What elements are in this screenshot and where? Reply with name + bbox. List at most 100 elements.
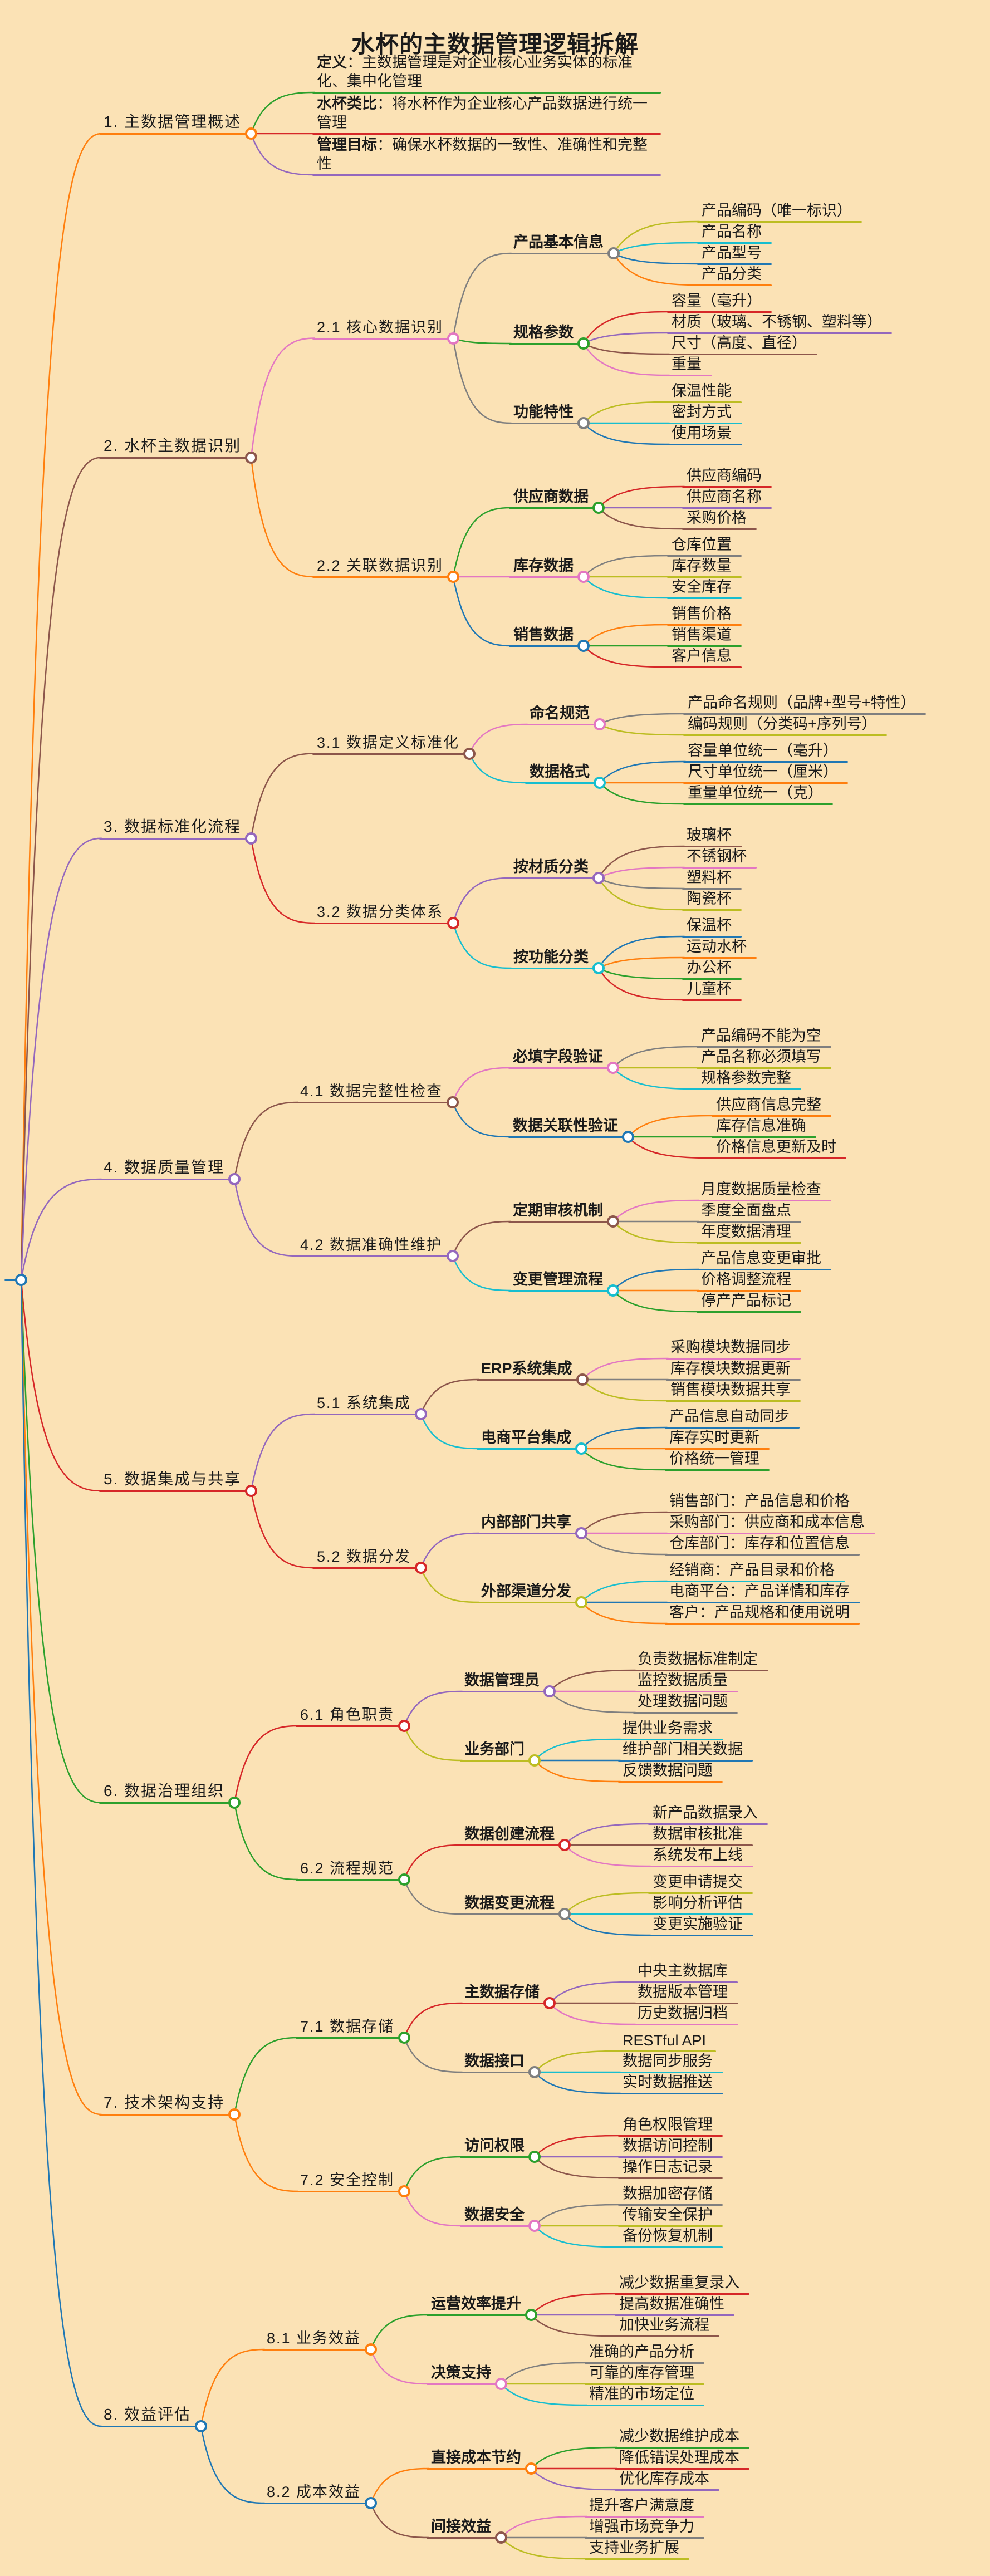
node-toggle-circle[interactable] — [447, 1096, 459, 1108]
node-underline — [697, 1242, 801, 1244]
link-path — [403, 2156, 463, 2192]
node-toggle-circle[interactable] — [15, 1274, 27, 1286]
node-underline — [427, 2314, 531, 2316]
node-toggle-circle[interactable] — [558, 1908, 571, 1920]
node-toggle-circle[interactable] — [365, 2343, 377, 2356]
node-toggle-circle[interactable] — [228, 2108, 241, 2121]
node-label: 1. 主数据管理概述 — [104, 113, 242, 130]
node-toggle-circle[interactable] — [398, 1873, 410, 1886]
link-path — [250, 1490, 316, 1569]
node-label: 销售部门：产品信息和价格 — [669, 1493, 850, 1509]
node-label: 监控数据质量 — [638, 1672, 728, 1689]
node-toggle-circle[interactable] — [594, 777, 606, 789]
node-label: 按材质分类 — [513, 858, 589, 875]
node-toggle-circle[interactable] — [528, 2066, 541, 2078]
node-underline — [665, 1554, 860, 1556]
node-toggle-circle[interactable] — [463, 747, 476, 760]
node-label: 外部渠道分发 — [481, 1583, 571, 1599]
node-toggle-circle[interactable] — [245, 451, 257, 464]
node-toggle-circle[interactable] — [607, 1215, 619, 1228]
link-path — [403, 1878, 463, 1915]
node-toggle-circle[interactable] — [228, 1797, 241, 1809]
link-path — [612, 220, 700, 254]
node-toggle-circle[interactable] — [495, 2378, 507, 2390]
link-path — [597, 956, 685, 969]
node-toggle-circle[interactable] — [577, 337, 590, 350]
node-toggle-circle[interactable] — [495, 2531, 507, 2544]
link-path — [500, 2383, 588, 2406]
node-toggle-circle[interactable] — [195, 2420, 207, 2432]
node-toggle-circle[interactable] — [447, 1250, 459, 1262]
link-path — [233, 1802, 299, 1881]
node-toggle-circle[interactable] — [592, 502, 605, 514]
node-toggle-circle[interactable] — [525, 2309, 537, 2321]
link-path — [452, 1067, 512, 1103]
node-toggle-circle[interactable] — [592, 872, 605, 884]
node-label: 实时数据推送 — [623, 2074, 713, 2091]
node-toggle-circle[interactable] — [528, 2151, 541, 2163]
node-toggle-circle[interactable] — [607, 1284, 619, 1297]
node-label: 产品分类 — [702, 266, 762, 282]
node-underline — [697, 1221, 801, 1223]
link-path — [20, 837, 102, 1281]
node-toggle-circle[interactable] — [607, 247, 620, 259]
node-toggle-circle[interactable] — [415, 1408, 427, 1420]
node-underline — [508, 1067, 613, 1069]
node-underline — [682, 867, 757, 869]
node-label: 数据审核批准 — [653, 1826, 743, 1842]
node-toggle-circle[interactable] — [577, 571, 590, 583]
node-toggle-circle[interactable] — [245, 127, 257, 140]
node-toggle-circle[interactable] — [365, 2497, 377, 2509]
node-label: 塑料杯 — [687, 869, 732, 886]
node-toggle-circle[interactable] — [575, 1442, 587, 1455]
node-label: 销售数据 — [513, 626, 574, 643]
node-toggle-circle[interactable] — [622, 1131, 634, 1143]
node-toggle-circle[interactable] — [447, 332, 459, 345]
node-toggle-circle[interactable] — [575, 1596, 587, 1608]
node-toggle-circle[interactable] — [543, 1685, 556, 1697]
node-toggle-circle[interactable] — [577, 417, 590, 429]
node-toggle-circle[interactable] — [575, 1527, 587, 1539]
node-label: 操作日志记录 — [623, 2158, 713, 2175]
node-toggle-circle[interactable] — [594, 718, 606, 730]
node-toggle-circle[interactable] — [228, 1173, 241, 1185]
link-path — [627, 1136, 715, 1159]
page-title: 水杯的主数据管理逻辑拆解 — [351, 31, 639, 58]
node-toggle-circle[interactable] — [415, 1562, 427, 1574]
node-underline — [683, 803, 833, 805]
node-toggle-circle[interactable] — [558, 1839, 571, 1851]
node-underline — [312, 337, 453, 340]
node-toggle-circle[interactable] — [245, 1485, 257, 1497]
node-underline — [525, 724, 600, 725]
node-label: 销售渠道 — [672, 626, 732, 643]
node-toggle-circle[interactable] — [447, 571, 459, 583]
node-label: 容量（毫升） — [672, 292, 762, 309]
node-toggle-circle[interactable] — [543, 1997, 556, 2009]
node-toggle-circle[interactable] — [245, 832, 257, 845]
node-toggle-circle[interactable] — [576, 1373, 589, 1386]
link-path — [581, 1357, 669, 1381]
node-label: 编码规则（分类码+序列号） — [688, 715, 877, 732]
node-label: 6.2 流程规范 — [300, 1860, 395, 1877]
node-label: 系统发布上线 — [653, 1847, 743, 1863]
node-underline — [312, 1414, 421, 1415]
node-label: 季度全面盘点 — [701, 1202, 791, 1219]
link-path — [612, 252, 700, 286]
node-toggle-circle[interactable] — [398, 2032, 410, 2044]
node-toggle-circle[interactable] — [592, 962, 605, 974]
node-toggle-circle[interactable] — [607, 1062, 619, 1074]
node-underline — [618, 1760, 753, 1762]
node-toggle-circle[interactable] — [577, 640, 590, 652]
link-path — [582, 422, 670, 445]
link-path — [597, 967, 685, 1001]
node-underline — [99, 457, 251, 459]
node-toggle-circle[interactable] — [398, 2185, 410, 2197]
link-path — [599, 760, 687, 784]
node-toggle-circle[interactable] — [398, 1720, 410, 1732]
node-label: 2.1 核心数据识别 — [317, 318, 444, 336]
node-label: 增强市场竞争力 — [589, 2518, 694, 2535]
node-toggle-circle[interactable] — [447, 917, 459, 929]
node-toggle-circle[interactable] — [528, 1754, 541, 1767]
node-toggle-circle[interactable] — [528, 2220, 541, 2232]
node-toggle-circle[interactable] — [525, 2462, 537, 2475]
